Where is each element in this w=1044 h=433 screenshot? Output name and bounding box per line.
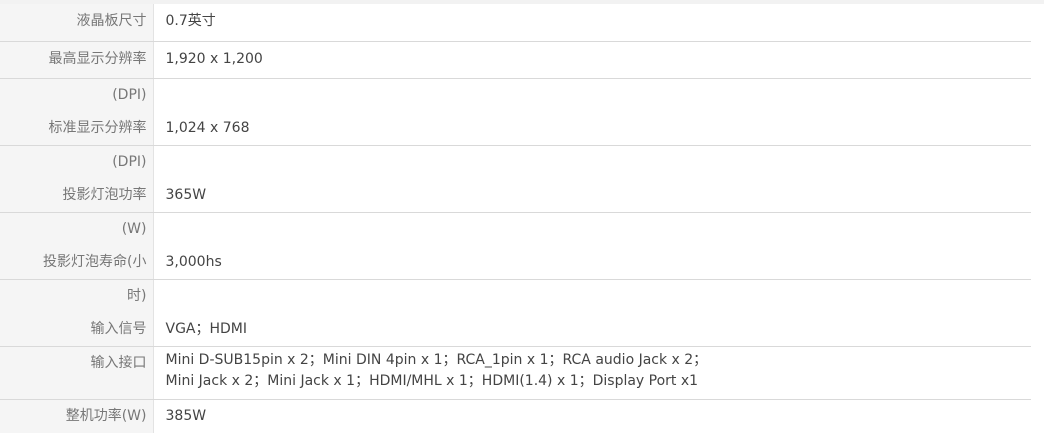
spec-row-panel-size: 液晶板尺寸 0.7英寸 bbox=[0, 4, 1031, 42]
spec-value-line: 3,000hs bbox=[165, 253, 222, 270]
spec-value-line: 1,024 x 768 bbox=[165, 119, 250, 136]
spec-value-line: Mini D-SUB15pin x 2；Mini DIN 4pin x 1；RC… bbox=[165, 351, 708, 368]
spec-label: 整机功率(W) bbox=[65, 407, 147, 424]
spec-value-line bbox=[166, 280, 1032, 313]
spec-label-line: 投影灯泡寿命(小 bbox=[43, 253, 147, 270]
spec-row-input-ports: 输入接口 Mini D-SUB15pin x 2；Mini DIN 4pin x… bbox=[0, 346, 1031, 400]
spec-value-cell: VGA；HDMI bbox=[153, 279, 1032, 347]
spec-value: 0.7英寸 bbox=[165, 13, 216, 29]
spec-label-line: 时) bbox=[127, 287, 147, 304]
spec-label-line: 输入信号 bbox=[90, 320, 147, 337]
spec-row-max-resolution: 最高显示分辨率 1,920 x 1,200 bbox=[0, 41, 1031, 79]
spec-label-cell: (W) 投影灯泡寿命(小 bbox=[0, 212, 154, 280]
spec-row-input-signal: 时) 输入信号 VGA；HDMI bbox=[0, 279, 1032, 347]
spec-value-cell: 0.7英寸 bbox=[153, 4, 1031, 42]
spec-label-cell: (DPI) 投影灯泡功率 bbox=[0, 145, 154, 213]
spec-label-line: (DPI) bbox=[112, 153, 147, 170]
spec-value-line bbox=[166, 146, 1032, 179]
spec-value-cell: Mini D-SUB15pin x 2；Mini DIN 4pin x 1；RC… bbox=[153, 346, 1031, 400]
spec-table: 液晶板尺寸 0.7英寸 最高显示分辨率 1,920 x 1,200 (DPI) … bbox=[0, 4, 1031, 433]
spec-value-cell: 1,024 x 768 bbox=[153, 78, 1032, 146]
spec-label: 输入接口 bbox=[90, 354, 147, 371]
spec-value-cell: 3,000hs bbox=[153, 212, 1032, 280]
spec-value-line: Mini Jack x 2；Mini Jack x 1；HDMI/MHL x 1… bbox=[165, 372, 699, 389]
top-separator-bar bbox=[0, 0, 1044, 4]
spec-label-line: (DPI) bbox=[112, 86, 147, 103]
spec-value-line: VGA；HDMI bbox=[165, 320, 248, 337]
spec-value: 1,920 x 1,200 bbox=[165, 50, 263, 67]
spec-label-cell: 最高显示分辨率 bbox=[0, 41, 154, 79]
spec-value-cell: 385W bbox=[153, 399, 1031, 433]
spec-row-standard-resolution: (DPI) 标准显示分辨率 1,024 x 768 bbox=[0, 78, 1032, 146]
spec-label-line: 标准显示分辨率 bbox=[48, 119, 147, 136]
spec-value-line bbox=[166, 79, 1032, 112]
spec-label-cell: 液晶板尺寸 bbox=[0, 4, 154, 42]
spec-label-line: (W) bbox=[121, 220, 147, 237]
spec-label: 最高显示分辨率 bbox=[48, 50, 147, 67]
spec-label-cell: 整机功率(W) bbox=[0, 399, 154, 433]
spec-value-cell: 365W bbox=[153, 145, 1032, 213]
spec-value-line: 365W bbox=[165, 186, 207, 203]
spec-row-lamp-life: (W) 投影灯泡寿命(小 3,000hs bbox=[0, 212, 1032, 280]
spec-label-cell: 输入接口 bbox=[0, 346, 154, 400]
spec-label: 液晶板尺寸 bbox=[76, 13, 147, 29]
spec-label-cell: 时) 输入信号 bbox=[0, 279, 154, 347]
spec-label-line: 投影灯泡功率 bbox=[62, 186, 147, 203]
spec-row-lamp-power: (DPI) 投影灯泡功率 365W bbox=[0, 145, 1032, 213]
spec-value-cell: 1,920 x 1,200 bbox=[153, 41, 1031, 79]
spec-label-cell: (DPI) 标准显示分辨率 bbox=[0, 78, 154, 146]
spec-value: 385W bbox=[165, 407, 207, 424]
spec-value-line bbox=[166, 213, 1032, 246]
spec-row-total-power: 整机功率(W) 385W bbox=[0, 399, 1031, 433]
